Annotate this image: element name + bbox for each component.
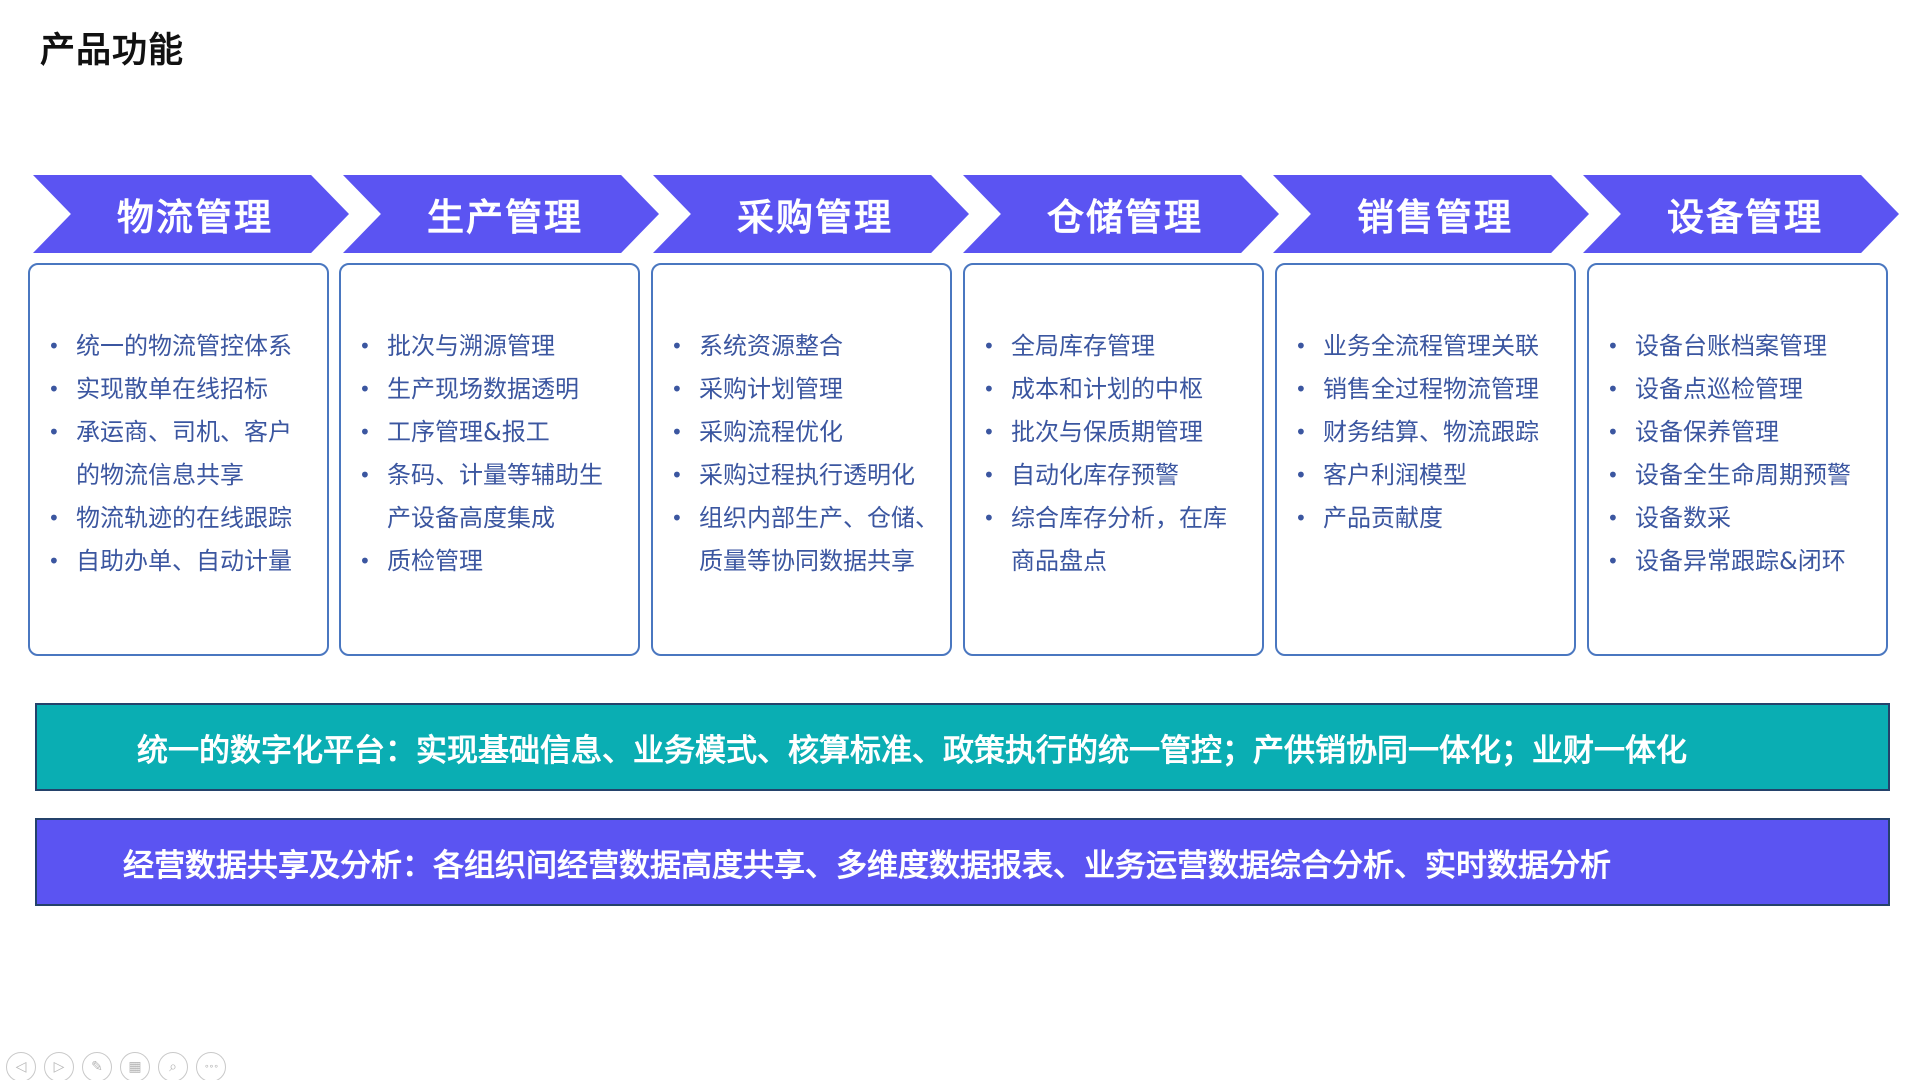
analysis-banner-text: 经营数据共享及分析：各组织间经营数据高度共享、多维度数据报表、业务运营数据综合分… (123, 847, 1611, 884)
feature-item: 条码、计量等辅助生 (353, 454, 628, 497)
feature-item: 设备点巡检管理 (1601, 368, 1876, 411)
feature-item: 承运商、司机、客户 (42, 411, 317, 454)
chevron-label: 仓储管理 (1047, 196, 1203, 239)
chevron-label: 物流管理 (117, 196, 273, 239)
feature-item: 全局库存管理 (977, 325, 1252, 368)
presentation-toolbar: ◁ ▷ ✎ ▦ ⌕ ∘∘∘ (6, 1052, 226, 1080)
feature-item: 物流轨迹的在线跟踪 (42, 497, 317, 540)
zoom-icon[interactable]: ⌕ (158, 1052, 188, 1080)
feature-item: 业务全流程管理关联 (1289, 325, 1564, 368)
slide-title: 产品功能 (40, 31, 185, 71)
feature-list: 系统资源整合 采购计划管理 采购流程优化 采购过程执行透明化 组织内部生产、仓储… (653, 265, 950, 583)
feature-item: 批次与保质期管理 (977, 411, 1252, 454)
feature-list: 批次与溯源管理 生产现场数据透明 工序管理&报工 条码、计量等辅助生 产设备高度… (341, 265, 638, 583)
card-production: 批次与溯源管理 生产现场数据透明 工序管理&报工 条码、计量等辅助生 产设备高度… (339, 263, 640, 656)
feature-item: 采购计划管理 (665, 368, 940, 411)
pen-icon[interactable]: ✎ (82, 1052, 112, 1080)
feature-item: 统一的物流管控体系 (42, 325, 317, 368)
feature-item: 设备数采 (1601, 497, 1876, 540)
feature-item: 成本和计划的中枢 (977, 368, 1252, 411)
feature-item: 自助办单、自动计量 (42, 540, 317, 583)
feature-item: 财务结算、物流跟踪 (1289, 411, 1564, 454)
chevron-warehouse: 仓储管理 (963, 175, 1279, 253)
feature-item: 设备全生命周期预警 (1601, 454, 1876, 497)
feature-item: 实现散单在线招标 (42, 368, 317, 411)
feature-item: 销售全过程物流管理 (1289, 368, 1564, 411)
platform-banner-text: 统一的数字化平台：实现基础信息、业务模式、核算标准、政策执行的统一管控；产供销协… (137, 732, 1687, 769)
chevron-logistics: 物流管理 (33, 175, 349, 253)
chevron-label: 采购管理 (737, 196, 893, 239)
prev-icon[interactable]: ◁ (6, 1052, 36, 1080)
card-procurement: 系统资源整合 采购计划管理 采购流程优化 采购过程执行透明化 组织内部生产、仓储… (651, 263, 952, 656)
feature-item: 综合库存分析，在库 (977, 497, 1252, 540)
feature-item: 设备保养管理 (1601, 411, 1876, 454)
feature-item: 工序管理&报工 (353, 411, 628, 454)
slides-icon[interactable]: ▦ (120, 1052, 150, 1080)
card-equipment: 设备台账档案管理 设备点巡检管理 设备保养管理 设备全生命周期预警 设备数采 设… (1587, 263, 1888, 656)
feature-item: 采购过程执行透明化 (665, 454, 940, 497)
feature-list: 设备台账档案管理 设备点巡检管理 设备保养管理 设备全生命周期预警 设备数采 设… (1589, 265, 1886, 583)
feature-item: 质检管理 (353, 540, 628, 583)
feature-item: 自动化库存预警 (977, 454, 1252, 497)
feature-item: 系统资源整合 (665, 325, 940, 368)
more-icon[interactable]: ∘∘∘ (196, 1052, 226, 1080)
feature-item: 客户利润模型 (1289, 454, 1564, 497)
feature-item: 采购流程优化 (665, 411, 940, 454)
feature-item-continuation: 质量等协同数据共享 (699, 547, 915, 575)
chevron-label: 生产管理 (427, 196, 583, 239)
feature-list: 业务全流程管理关联 销售全过程物流管理 财务结算、物流跟踪 客户利润模型 产品贡… (1277, 265, 1574, 540)
platform-banner: 统一的数字化平台：实现基础信息、业务模式、核算标准、政策执行的统一管控；产供销协… (35, 703, 1890, 791)
feature-item-continuation: 的物流信息共享 (76, 461, 244, 489)
feature-item: 生产现场数据透明 (353, 368, 628, 411)
feature-item: 组织内部生产、仓储、 (665, 497, 940, 540)
feature-item-continuation: 商品盘点 (1011, 547, 1107, 575)
card-sales: 业务全流程管理关联 销售全过程物流管理 财务结算、物流跟踪 客户利润模型 产品贡… (1275, 263, 1576, 656)
feature-item: 设备台账档案管理 (1601, 325, 1876, 368)
feature-item-continuation: 产设备高度集成 (387, 504, 555, 532)
feature-item: 设备异常跟踪&闭环 (1601, 540, 1876, 583)
chevron-label: 设备管理 (1667, 196, 1823, 239)
analysis-banner: 经营数据共享及分析：各组织间经营数据高度共享、多维度数据报表、业务运营数据综合分… (35, 818, 1890, 906)
card-warehouse: 全局库存管理 成本和计划的中枢 批次与保质期管理 自动化库存预警 综合库存分析，… (963, 263, 1264, 656)
chevron-equipment: 设备管理 (1583, 175, 1899, 253)
chevron-sales: 销售管理 (1273, 175, 1589, 253)
card-logistics: 统一的物流管控体系 实现散单在线招标 承运商、司机、客户 的物流信息共享 物流轨… (28, 263, 329, 656)
feature-item: 批次与溯源管理 (353, 325, 628, 368)
feature-list: 统一的物流管控体系 实现散单在线招标 承运商、司机、客户 的物流信息共享 物流轨… (30, 265, 327, 583)
chevron-production: 生产管理 (343, 175, 659, 253)
feature-item: 产品贡献度 (1289, 497, 1564, 540)
chevron-procurement: 采购管理 (653, 175, 969, 253)
chevron-label: 销售管理 (1357, 196, 1513, 239)
feature-list: 全局库存管理 成本和计划的中枢 批次与保质期管理 自动化库存预警 综合库存分析，… (965, 265, 1262, 583)
next-icon[interactable]: ▷ (44, 1052, 74, 1080)
